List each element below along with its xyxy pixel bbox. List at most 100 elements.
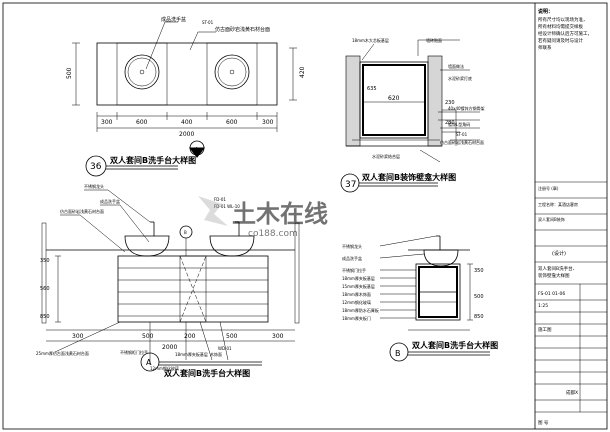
- callout: 仿古面砂岩浅黄石材台面: [60, 208, 104, 214]
- tb-row: FS-01 01-06: [538, 291, 565, 297]
- basin-left: [124, 235, 170, 257]
- basin-panel-right: [206, 42, 258, 106]
- drawing-title: 双人套间B装饰壁龛大样图: [362, 172, 456, 182]
- drawing-number: 37: [345, 180, 356, 190]
- note-line: 经设计师确认后方可施工，: [538, 30, 592, 37]
- cabinet-section: [415, 263, 461, 321]
- basin-right: [214, 54, 250, 90]
- dim: 230: [445, 100, 455, 106]
- tb-row: 注册号 (章): [538, 185, 559, 191]
- countertop-outline: [96, 42, 278, 106]
- dim: 500: [226, 333, 238, 340]
- titleblock: [535, 181, 607, 413]
- watermark: [198, 196, 228, 226]
- callout: 不锈钢门拉手: [342, 267, 366, 273]
- tb-row: 工程名称：某酒店客房: [538, 201, 578, 207]
- dim: 560: [40, 286, 50, 292]
- dim: 500: [474, 294, 484, 300]
- dim: 350: [474, 268, 484, 274]
- tb-row: 双人套间B装饰: [538, 216, 565, 222]
- dim: 300: [72, 333, 84, 340]
- dim: 400: [181, 119, 193, 126]
- dim: 620: [388, 95, 400, 102]
- dim: 300: [101, 119, 113, 126]
- tb-row: 1:25: [538, 303, 548, 309]
- note-line: 所有材料均需提交样板: [538, 23, 583, 30]
- callout: 18mm厚夹板基层: [342, 275, 375, 281]
- callout: 12mm钢化玻璃: [342, 299, 371, 305]
- tb-row: 图 号: [538, 420, 549, 426]
- callout: 15mm厚夹板基层: [342, 283, 375, 289]
- callout: 18mm厚防水石膏板: [342, 307, 379, 313]
- dim-total: 2000: [162, 344, 177, 351]
- section-mark-label: A: [195, 147, 199, 153]
- callout: 18mm厚木饰面: [342, 291, 371, 297]
- callout: B: [184, 230, 187, 235]
- drawing-mark: B: [395, 349, 401, 358]
- drawing-36-plan: [72, 21, 297, 177]
- callout: 墙砖贴面: [426, 37, 442, 43]
- dim: 300: [272, 333, 284, 340]
- dim-total: 2000: [179, 131, 194, 138]
- niche-box: [359, 61, 429, 139]
- drawing-a-elevation: [41, 189, 300, 372]
- drawing-number: 36: [90, 162, 102, 172]
- dim: 850: [474, 314, 484, 320]
- callout: FD-01: [214, 197, 226, 202]
- watermark-url: co188.com: [248, 229, 298, 239]
- titleblock-text: 注册号 (章) 工程名称：某酒店客房 双人套间B装饰 (设计) 双人套间B洗手台…: [538, 185, 578, 426]
- callout: 不锈钢龙头: [84, 183, 104, 189]
- notes-block: 说明： 所有尺寸均以现场为准， 所有材料均需提交样板 经设计师确认后方可施工， …: [538, 8, 592, 51]
- callout: 18mm木大芯板基层: [352, 37, 389, 43]
- note-line: 若有疑问请及时与设计: [538, 37, 583, 44]
- dim: 300: [262, 119, 274, 126]
- callout-basin: 成品洗手盆: [161, 16, 186, 23]
- drawing-title: 双人套间B洗手台大样图: [412, 340, 498, 350]
- watermark-text: 土木在线: [232, 200, 328, 228]
- dim: 500: [142, 333, 154, 340]
- callout-stone-top: 仿古面砂岩浅黄石材台面: [215, 26, 270, 33]
- callout: FD-01 WL-10: [214, 204, 240, 209]
- callout: 不锈钢柜门拉手: [120, 349, 148, 355]
- note-line: 师联系: [538, 44, 552, 51]
- callout: 25mm厚仿古面浅黄石材台面: [36, 350, 89, 356]
- callout: 成品洗手盆: [342, 255, 362, 261]
- drawing-title: 双人套间B洗手台大样图: [164, 368, 250, 378]
- dim-depth: 500: [66, 67, 73, 79]
- callout: WD-01: [218, 346, 232, 351]
- callout: 镀锌L型角码: [448, 121, 470, 127]
- drawing-37-niche: [340, 39, 480, 193]
- tb-row: (设计): [552, 250, 566, 257]
- tb-row: 施工图: [538, 326, 552, 333]
- tb-row: 双人套间B洗手台、: [538, 265, 577, 272]
- callout: 水泥砂浆结合层: [372, 153, 400, 159]
- callout: 仿古面砂岩浅黄石材台面: [440, 139, 484, 145]
- callout: ST-01: [456, 132, 468, 137]
- callout: 不锈钢龙头: [342, 243, 362, 249]
- dim: 350: [40, 258, 50, 264]
- dim-basin: 420: [299, 66, 306, 78]
- tb-row: 成都X: [566, 389, 578, 396]
- dim: 635: [367, 86, 377, 92]
- dim: 600: [136, 119, 148, 126]
- callout: 墙面做法: [448, 63, 464, 69]
- drawing-mark: A: [146, 358, 152, 367]
- drawing-title: 双人套间B洗手台大样图: [110, 155, 196, 165]
- callout: 木饰面: [210, 351, 222, 357]
- callout: 水泥砂浆打底: [448, 75, 472, 81]
- callout: 18mm厚夹板基层: [175, 351, 208, 357]
- callout: 40x40镀锌方钢骨架: [448, 105, 485, 111]
- callout-code: ST-01: [202, 20, 214, 25]
- callout: 成品洗手盆: [100, 198, 120, 204]
- basin-panel-left: [116, 42, 168, 106]
- dim: 850: [40, 314, 50, 320]
- dim: 600: [226, 119, 238, 126]
- vanity-cabinet: [117, 255, 269, 323]
- basin-left: [124, 54, 160, 90]
- dim: 280: [445, 120, 455, 126]
- callout: 12mm钢化玻璃: [150, 365, 179, 371]
- notes-title: 说明：: [538, 8, 553, 15]
- basin-right: [209, 235, 255, 257]
